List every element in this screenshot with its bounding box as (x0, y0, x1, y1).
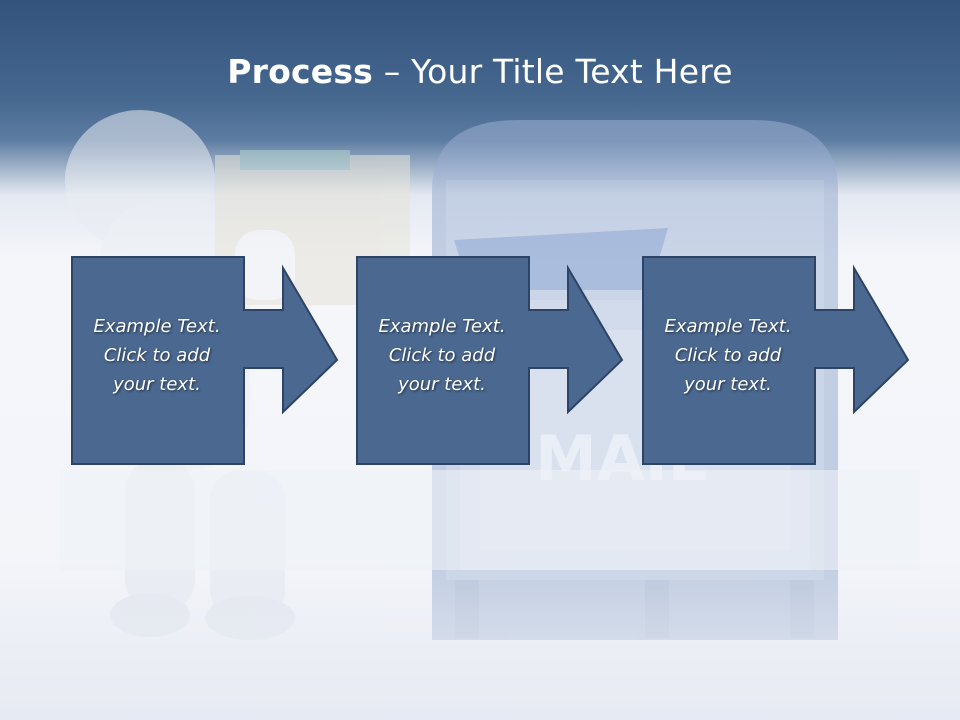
title-bold: Process (227, 52, 374, 91)
floor-fade (0, 560, 960, 720)
title-rest: – Your Title Text Here (373, 52, 733, 91)
step-text-line-2: Click to add (388, 345, 496, 366)
process-step-2[interactable]: Example Text. Click to add your text. (356, 256, 626, 472)
step-text-line-3: your text. (398, 374, 486, 395)
step-text-line-3: your text. (684, 374, 772, 395)
step-text-line-1: Example Text. (664, 316, 792, 337)
step-text: Example Text. Click to add your text. (71, 312, 243, 399)
arrow-box-shape (356, 256, 624, 465)
step-text-line-1: Example Text. (93, 316, 221, 337)
step-text-line-1: Example Text. (378, 316, 506, 337)
step-text-line-3: your text. (113, 374, 201, 395)
step-text-line-2: Click to add (103, 345, 211, 366)
step-text: Example Text. Click to add your text. (642, 312, 814, 399)
process-step-1[interactable]: Example Text. Click to add your text. (71, 256, 341, 472)
step-text-line-2: Click to add (674, 345, 782, 366)
arrow-box-shape (642, 256, 910, 465)
arrow-box-shape (71, 256, 339, 465)
process-step-3[interactable]: Example Text. Click to add your text. (642, 256, 912, 472)
page-title[interactable]: Process – Your Title Text Here (0, 52, 960, 91)
step-text: Example Text. Click to add your text. (356, 312, 528, 399)
